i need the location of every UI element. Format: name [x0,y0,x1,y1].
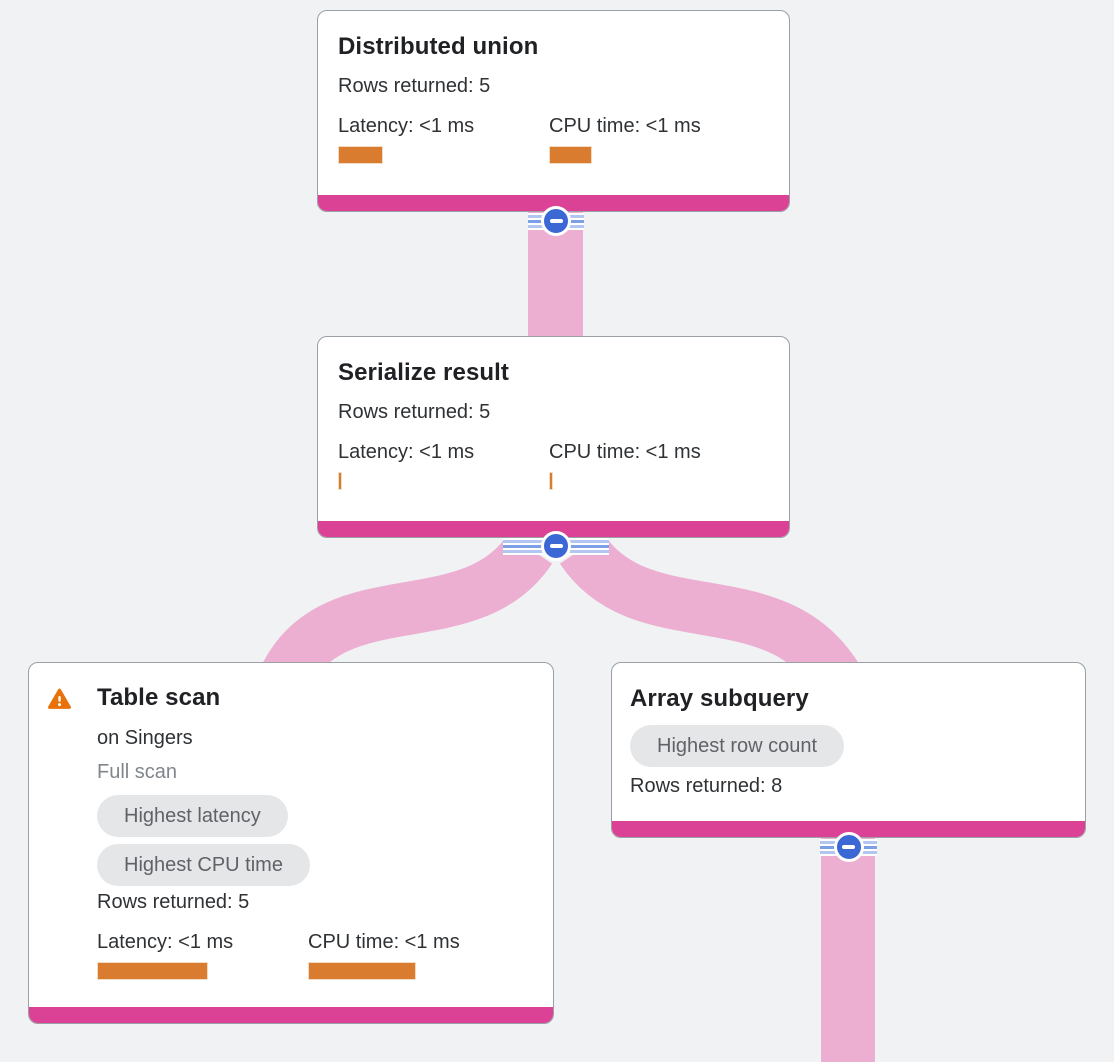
cpu-time-label: CPU time: <1 ms [549,115,701,137]
plan-node-serialize-result[interactable]: Serialize result Rows returned: 5 Latenc… [317,336,790,538]
rows-returned: Rows returned: 8 [630,775,783,797]
collapse-toggle-distributed-union[interactable] [528,206,584,236]
rows-returned: Rows returned: 5 [338,75,491,97]
collapse-minus-icon[interactable] [541,206,571,236]
latency-bar [97,962,208,980]
badge-highest-cpu-time: Highest CPU time [97,844,310,886]
scan-target: on Singers [97,727,193,749]
cpu-time-metric: CPU time: <1 ms [549,114,760,164]
scan-type: Full scan [97,761,178,783]
cpu-time-metric: CPU time: <1 ms [308,930,519,980]
collapse-toggle-array-subquery[interactable] [820,832,877,862]
edge-serialize-result-to-table-scan [258,533,553,694]
plan-node-array-subquery[interactable]: Array subquery Highest row count Rows re… [611,662,1086,838]
node-header: Table scan [47,684,535,712]
node-footer-bar [318,521,789,537]
node-body: on Singers Full scan Highest latency Hig… [97,727,535,980]
latency-metric: Latency: <1 ms [338,440,549,490]
node-footer-bar [29,1007,553,1023]
latency-label: Latency: <1 ms [338,441,475,463]
collapse-toggle-serialize-result[interactable] [503,531,609,561]
metrics-row: Latency: <1 ms CPU time: <1 ms [338,440,769,490]
metrics-row: Latency: <1 ms CPU time: <1 ms [97,930,535,980]
badge-highest-latency: Highest latency [97,795,288,837]
node-title: Distributed union [338,33,539,60]
plan-node-distributed-union[interactable]: Distributed union Rows returned: 5 Laten… [317,10,790,212]
warning-icon [47,687,72,712]
badge-highest-row-count: Highest row count [630,725,845,767]
cpu-time-label: CPU time: <1 ms [549,441,701,463]
latency-metric: Latency: <1 ms [338,114,549,164]
edge-serialize-result-to-array-subquery [559,533,863,697]
cpu-time-bar [549,146,592,164]
cpu-time-bar [308,962,416,980]
rows-returned: Rows returned: 5 [338,401,491,423]
latency-label: Latency: <1 ms [338,115,475,137]
cpu-time-metric: CPU time: <1 ms [549,440,760,490]
node-footer-bar [612,821,1085,837]
node-title: Table scan [97,684,221,711]
rows-returned: Rows returned: 5 [97,891,250,913]
latency-bar [338,146,383,164]
metrics-row: Latency: <1 ms CPU time: <1 ms [338,114,769,164]
node-footer-bar [318,195,789,211]
latency-metric: Latency: <1 ms [97,930,308,980]
node-title: Serialize result [338,359,510,386]
plan-node-table-scan[interactable]: Table scan on Singers Full scan Highest … [28,662,554,1024]
latency-label: Latency: <1 ms [97,931,234,953]
edge-array-subquery-to-child [821,830,875,1062]
node-title: Array subquery [630,685,809,712]
collapse-minus-icon[interactable] [541,531,571,561]
latency-bar [338,472,342,490]
cpu-time-label: CPU time: <1 ms [308,931,460,953]
cpu-time-bar [549,472,553,490]
collapse-minus-icon[interactable] [833,832,864,862]
